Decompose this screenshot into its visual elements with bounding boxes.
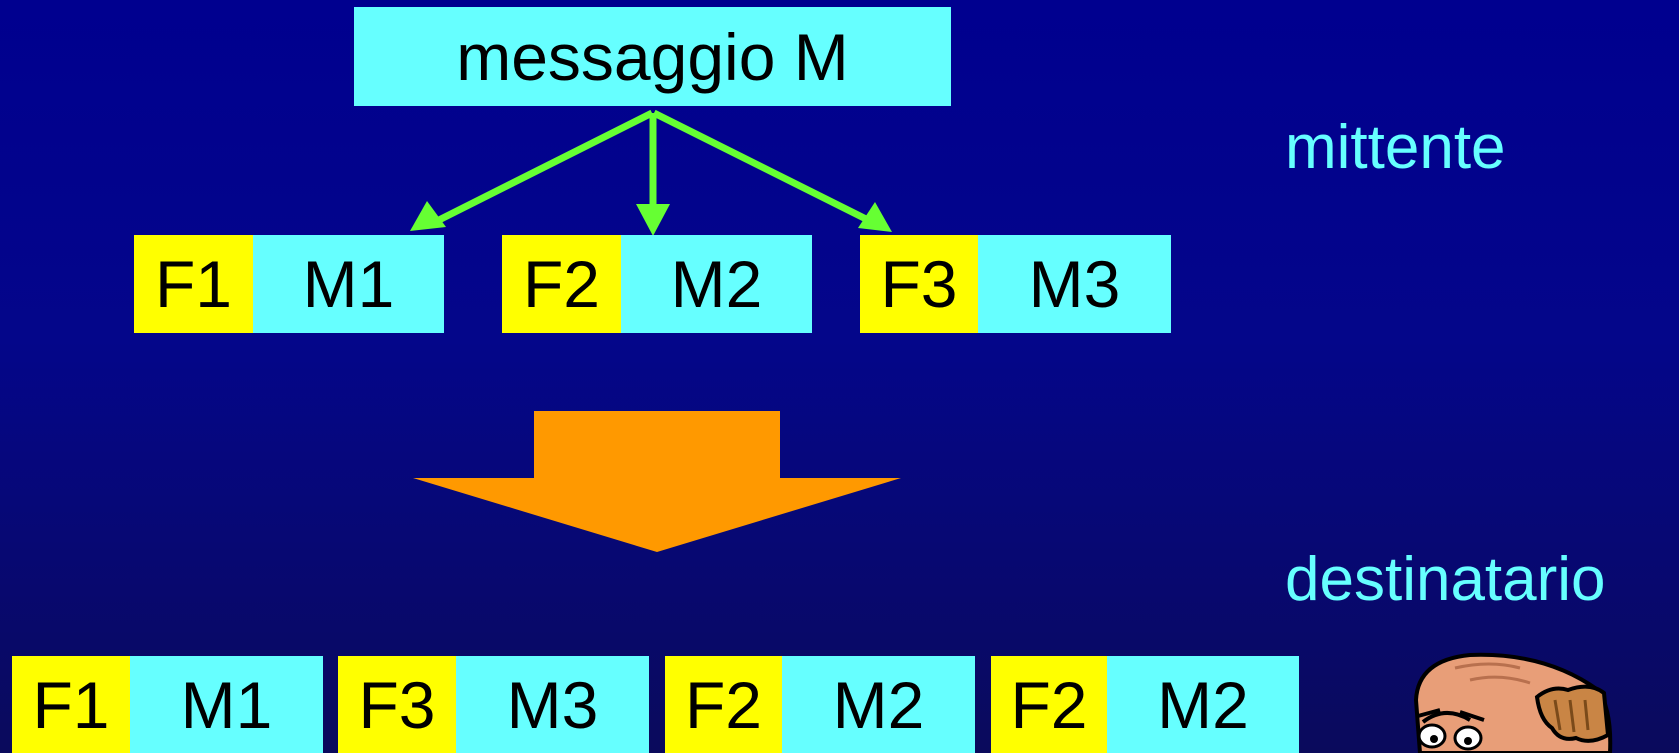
sender-label: mittente [1285,113,1506,182]
message-box: messaggio M [354,7,951,106]
sender-fragment-header: F3 [860,235,978,333]
sender-fragment-payload: M3 [978,235,1171,333]
received-fragment-payload: M2 [1107,656,1299,753]
sender-fragment-payload: M2 [621,235,812,333]
received-fragment-header: F1 [12,656,130,753]
received-fragment-payload: M2 [782,656,975,753]
sender-fragment-payload: M1 [253,235,444,333]
split-arrows [410,109,892,236]
sender-fragment-header: F2 [502,235,621,333]
confused-bald-man-icon [1413,652,1613,753]
split-arrow-right-head [858,202,892,232]
received-fragment-payload: M3 [456,656,649,753]
receiver-label: destinatario [1285,545,1606,614]
split-arrow-middle-head [636,204,670,236]
split-arrow-left-head [410,201,446,231]
received-fragment-header: F2 [991,656,1107,753]
transition-arrow [413,411,901,552]
split-arrow-left [433,109,654,226]
received-fragment-payload: M1 [130,656,323,753]
received-fragment-header: F2 [665,656,782,753]
sender-fragment-header: F1 [134,235,253,333]
received-fragment-header: F3 [338,656,456,753]
split-arrow-right [652,109,870,224]
